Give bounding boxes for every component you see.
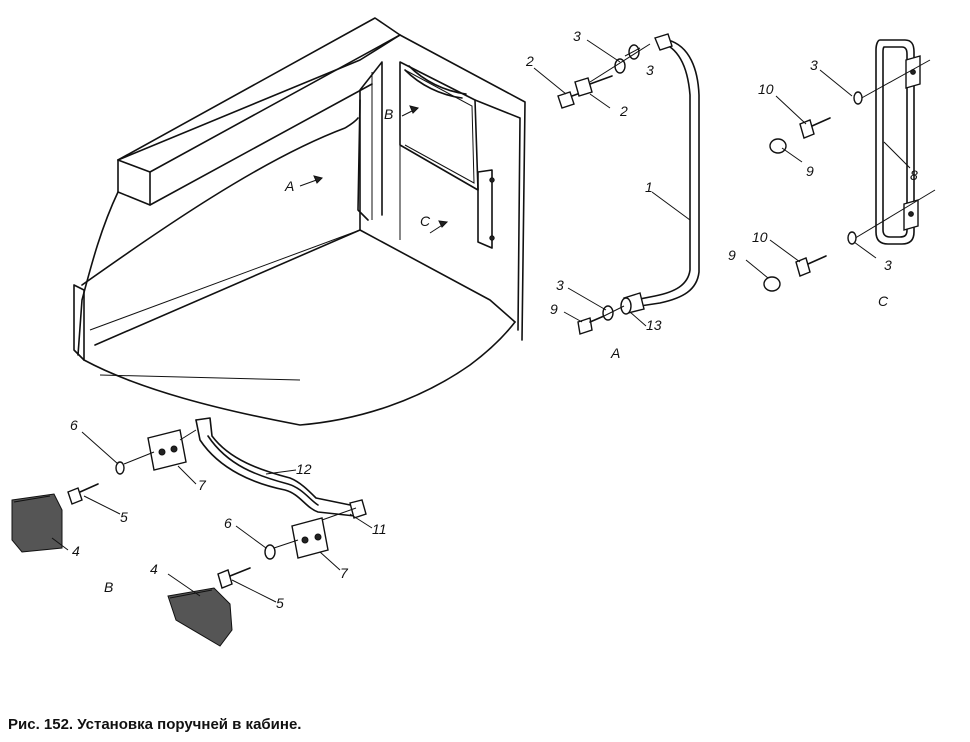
callout-12: 12	[296, 461, 312, 477]
view-label-c-pointer: C	[420, 213, 431, 229]
callout-9-c-top: 9	[806, 163, 814, 179]
callout-13: 13	[646, 317, 662, 333]
callout-3-top-right: 3	[646, 62, 654, 78]
callout-6-b-lower: 6	[224, 515, 232, 531]
view-label-a-pointer: A	[284, 178, 294, 194]
detail-b-handrail: 6 7 5 4 12 11 6 7 4 5 B	[11, 417, 387, 647]
callout-1: 1	[645, 179, 653, 195]
callout-10-lower: 10	[752, 229, 768, 245]
detail-c-handrail: 3 10 9 8 10 9 3 C	[728, 39, 936, 309]
callout-7-b-lower: 7	[340, 565, 349, 581]
callout-5-b-lower: 5	[276, 595, 284, 611]
callout-4-b-top: 4	[72, 543, 80, 559]
callout-4-b-lower: 4	[150, 561, 158, 577]
cab-interior: A B C	[73, 17, 526, 426]
view-label-b-pointer: B	[384, 106, 393, 122]
view-label-a: A	[610, 345, 620, 361]
callout-3-top: 3	[573, 28, 581, 44]
callout-10-top: 10	[758, 81, 774, 97]
callout-2-lower: 2	[619, 103, 628, 119]
callout-5-b-top: 5	[120, 509, 128, 525]
callout-8: 8	[910, 167, 918, 183]
callout-3-c-top: 3	[810, 57, 818, 73]
callout-7-b-top: 7	[198, 477, 207, 493]
callout-2-top: 2	[525, 53, 534, 69]
callout-3-c-lower: 3	[884, 257, 892, 273]
view-label-c: C	[878, 293, 889, 309]
callout-11: 11	[372, 521, 387, 537]
view-label-b: B	[104, 579, 113, 595]
callout-3-bottom: 3	[556, 277, 564, 293]
callout-6-b-top: 6	[70, 417, 78, 433]
callout-9-c-lower: 9	[728, 247, 736, 263]
detail-a-handrail: 2 3 3 2 1 3 9 13 A	[525, 28, 700, 361]
callout-9-a: 9	[550, 301, 558, 317]
figure-caption: Рис. 152. Установка поручней в кабине.	[8, 716, 302, 733]
